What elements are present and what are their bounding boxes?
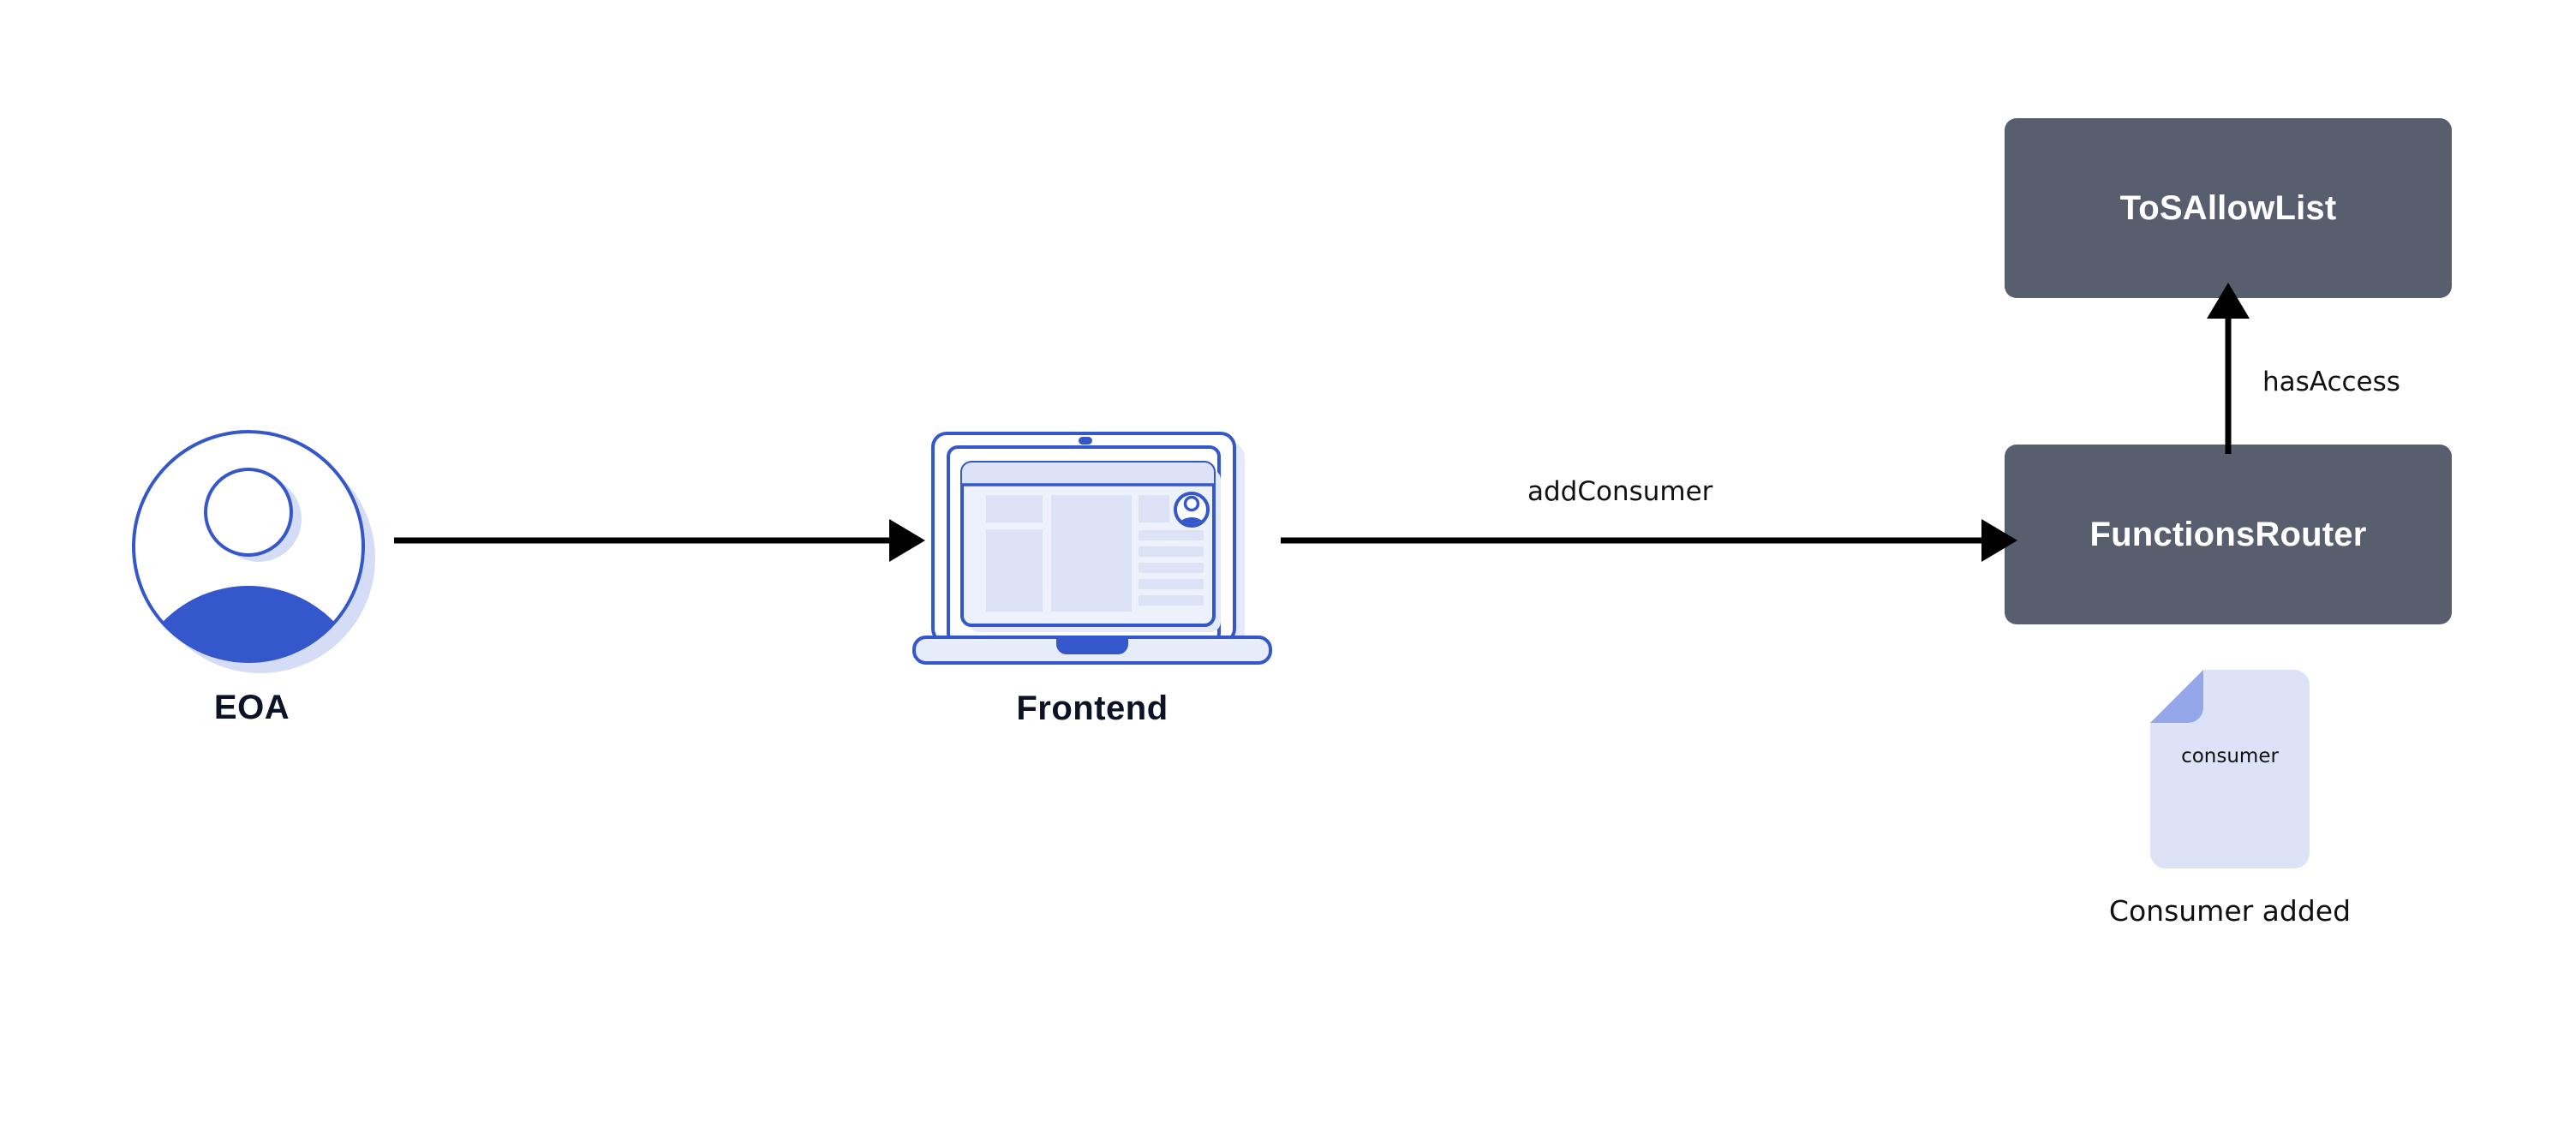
node-frontend[interactable]: Frontend — [912, 428, 1272, 771]
node-tos-allowlist[interactable]: ToSAllowList — [2005, 118, 2452, 298]
arrow-functions-router-to-tos-allowlist — [2207, 283, 2250, 454]
edge-label-has-access: hasAccess — [2262, 367, 2400, 397]
node-eoa[interactable]: EOA — [123, 423, 380, 766]
node-label-tos-allowlist: ToSAllowList — [2119, 188, 2337, 227]
document-icon — [2150, 670, 2310, 868]
node-label-functions-router: FunctionsRouter — [2089, 515, 2367, 553]
node-functions-router[interactable]: FunctionsRouter — [2005, 445, 2452, 624]
edge-label-add-consumer: addConsumer — [1527, 476, 1713, 507]
node-label-frontend: Frontend — [1016, 689, 1168, 727]
laptop-icon — [912, 432, 1272, 665]
arrow-frontend-to-functions-router — [1281, 519, 2017, 562]
document-filename: consumer — [2181, 745, 2279, 767]
document-caption: Consumer added — [2108, 894, 2352, 928]
node-consumer-document[interactable]: consumer Consumer added — [2109, 670, 2351, 928]
user-avatar-icon — [132, 430, 375, 673]
arrow-eoa-to-frontend — [394, 519, 925, 562]
node-label-eoa: EOA — [213, 689, 290, 726]
